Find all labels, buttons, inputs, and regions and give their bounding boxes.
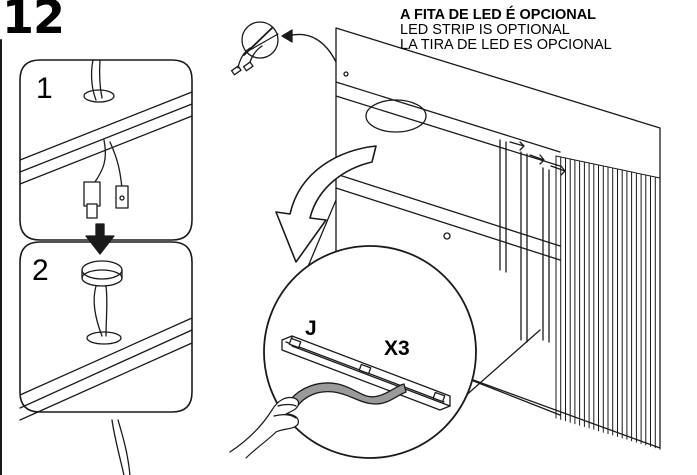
detail-panels <box>0 39 193 475</box>
slatted-panel <box>555 155 661 450</box>
detail-panel-2-frame <box>19 241 193 413</box>
socket-connector <box>115 185 129 209</box>
plug-connector <box>83 181 101 207</box>
optional-led-note: A FITA DE LED É OPCIONAL LED STRIP IS OP… <box>400 8 612 53</box>
panel-1-number: 1 <box>36 72 53 105</box>
step-number: 12 <box>2 0 65 44</box>
note-english: LED STRIP IS OPTIONAL <box>400 22 570 38</box>
note-portuguese: A FITA DE LED É OPCIONAL <box>400 7 597 23</box>
connector-inset <box>230 21 337 76</box>
quantity-label: X3 <box>384 337 410 360</box>
part-label: J <box>305 317 317 340</box>
curved-arrow-main <box>275 145 377 263</box>
curved-arrow-inset <box>287 33 337 63</box>
zoom-detail <box>229 199 541 459</box>
note-spanish: LA TIRA DE LED ES OPCIONAL <box>400 37 612 53</box>
slat-top-edge <box>555 155 661 179</box>
panel-2-number: 2 <box>32 254 49 287</box>
down-arrow <box>85 223 115 255</box>
hand-icon <box>229 396 300 459</box>
led-strip <box>289 382 407 409</box>
detail-panel-1-frame <box>19 59 193 241</box>
